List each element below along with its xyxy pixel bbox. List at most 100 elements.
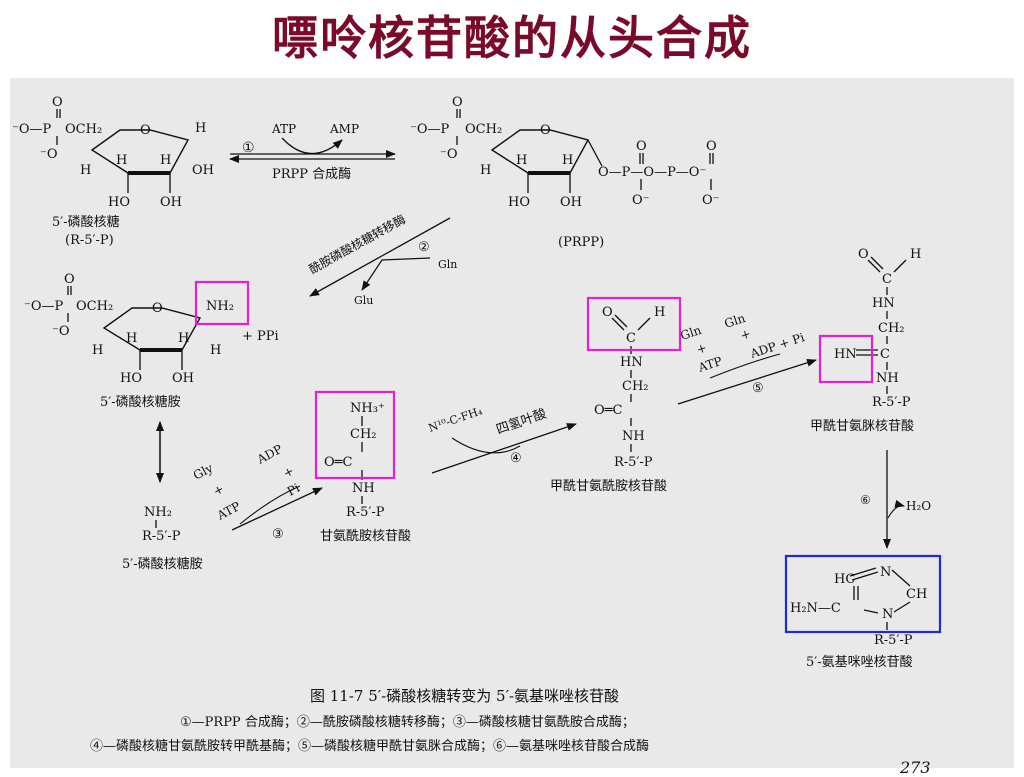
fgar-structure: O H C HN CH₂ O═C NH R-5′-P bbox=[594, 305, 665, 470]
reaction-1: ATP AMP ① PRPP 合成酶 bbox=[229, 122, 396, 182]
svg-text:H: H bbox=[654, 305, 665, 320]
r4-num: ④ bbox=[510, 451, 522, 466]
r1-atp: ATP bbox=[271, 122, 296, 136]
svg-text:H: H bbox=[195, 121, 206, 136]
svg-text:⁻O—P: ⁻O—P bbox=[410, 122, 450, 137]
r5-atp: ATP bbox=[696, 354, 724, 375]
svg-text:H: H bbox=[160, 153, 171, 168]
svg-text:H: H bbox=[126, 331, 137, 346]
svg-text:HO: HO bbox=[108, 195, 130, 210]
svg-text:NH₃⁺: NH₃⁺ bbox=[350, 401, 385, 416]
figure-caption-line-1: ①—PRPP 合成酶；②—酰胺磷酸核糖转移酶；③—磷酸核糖甘氨酰胺合成酶； bbox=[180, 715, 635, 730]
svg-text:O: O bbox=[64, 272, 75, 287]
r1-amp: AMP bbox=[329, 122, 359, 136]
svg-text:H: H bbox=[80, 163, 91, 178]
svg-text:O: O bbox=[140, 123, 151, 138]
svg-text:H: H bbox=[480, 163, 491, 178]
svg-text:OH: OH bbox=[172, 371, 194, 386]
r3-adp: ADP bbox=[254, 442, 285, 467]
svg-text:NH: NH bbox=[876, 371, 899, 386]
svg-text:O: O bbox=[52, 95, 63, 110]
r3-num: ③ bbox=[272, 527, 284, 542]
svg-text:R-5′-P: R-5′-P bbox=[142, 529, 181, 544]
svg-text:R-5′-P: R-5′-P bbox=[614, 455, 653, 470]
svg-text:NH: NH bbox=[622, 429, 645, 444]
svg-text:NH₂: NH₂ bbox=[144, 505, 172, 520]
r2-glu: Glu bbox=[354, 294, 373, 307]
svg-text:O═C: O═C bbox=[594, 403, 622, 418]
amine-highlight-box bbox=[194, 280, 250, 326]
r3-atp: ATP bbox=[214, 499, 243, 523]
fgam-structure: O H C HN CH₂ HN C NH R-5′-P bbox=[834, 247, 921, 410]
r1-num: ① bbox=[242, 140, 255, 156]
svg-text:O⁻: O⁻ bbox=[702, 193, 720, 208]
svg-text:OCH₂: OCH₂ bbox=[76, 299, 113, 314]
svg-text:CH₂: CH₂ bbox=[878, 321, 905, 336]
svg-text:HN: HN bbox=[620, 355, 643, 370]
svg-text:H: H bbox=[116, 153, 127, 168]
svg-text:⁻O: ⁻O bbox=[440, 147, 458, 162]
pathway-diagram: O ⁻O—P OCH₂ ⁻O O H H H H OH HO OH 5′-磷酸核… bbox=[12, 95, 942, 670]
r5p-name: 5′-磷酸核糖 bbox=[52, 214, 120, 230]
r2-ppi: + PPi bbox=[242, 329, 279, 344]
svg-text:O⁻: O⁻ bbox=[632, 193, 650, 208]
air-structure: HC N CH N H₂N—C R-5′-P bbox=[790, 565, 927, 648]
prpp-amine-name: 5′-磷酸核糖胺 bbox=[100, 394, 181, 410]
svg-text:H: H bbox=[516, 153, 527, 168]
ribose-5-phosphate-structure: O ⁻O—P OCH₂ ⁻O O H H H H OH HO OH bbox=[12, 95, 214, 210]
slide-title: 嘌呤核苷酸的从头合成 bbox=[272, 11, 752, 65]
prpp-name: (PRPP) bbox=[558, 235, 604, 250]
svg-text:R-5′-P: R-5′-P bbox=[874, 633, 913, 648]
reaction-2: 酰胺磷酸核糖转移酶 ② Gln Glu + PPi bbox=[242, 211, 457, 344]
r5-num: ⑤ bbox=[752, 381, 764, 396]
svg-text:⁻O: ⁻O bbox=[52, 324, 70, 339]
svg-text:N: N bbox=[880, 565, 891, 580]
svg-text:O: O bbox=[152, 301, 163, 316]
prpp-amine-name-2: 5′-磷酸核糖胺 bbox=[122, 556, 203, 572]
svg-text:OH: OH bbox=[560, 195, 582, 210]
r4-cofactor: N¹⁰-C-FH₄ bbox=[427, 404, 485, 435]
r6-num: ⑥ bbox=[860, 493, 871, 507]
svg-text:CH₂: CH₂ bbox=[622, 379, 649, 394]
svg-text:H₂N—C: H₂N—C bbox=[790, 601, 841, 616]
svg-text:O: O bbox=[452, 95, 463, 110]
air-name: 5′-氨基咪唑核苷酸 bbox=[806, 654, 913, 670]
svg-text:H: H bbox=[210, 343, 221, 358]
svg-text:CH₂: CH₂ bbox=[350, 427, 377, 442]
svg-text:⁻O—P: ⁻O—P bbox=[12, 122, 52, 137]
r2-enzyme: 酰胺磷酸核糖转移酶 bbox=[306, 211, 408, 276]
figure-caption-title: 图 11-7 5′-磷酸核糖转变为 5′-氨基咪唑核苷酸 bbox=[310, 687, 620, 705]
r5-plus2: + bbox=[739, 326, 753, 342]
svg-text:HO: HO bbox=[120, 371, 142, 386]
prpp-amine-structure: O ⁻O—P OCH₂ ⁻O O H H H H HO OH NH₂ bbox=[24, 272, 234, 386]
svg-text:C: C bbox=[880, 347, 890, 362]
svg-text:H: H bbox=[178, 331, 189, 346]
svg-text:OH: OH bbox=[192, 163, 214, 178]
svg-text:H: H bbox=[562, 153, 573, 168]
svg-text:H: H bbox=[910, 247, 921, 262]
svg-text:HN: HN bbox=[834, 347, 857, 362]
reaction-6: ⑥ H₂O bbox=[860, 450, 931, 549]
svg-text:C: C bbox=[626, 331, 636, 346]
svg-text:O: O bbox=[636, 139, 647, 154]
svg-text:⁻O: ⁻O bbox=[40, 147, 58, 162]
svg-text:OH: OH bbox=[160, 195, 182, 210]
svg-text:HO: HO bbox=[508, 195, 530, 210]
r5-gln2: Gln bbox=[723, 311, 748, 331]
r5p-abbr: (R-5′-P) bbox=[65, 233, 114, 248]
r5-plus1: + bbox=[695, 340, 709, 356]
r3-pi: Pi bbox=[285, 481, 302, 499]
svg-text:OCH₂: OCH₂ bbox=[65, 122, 102, 137]
gar-name: 甘氨酰胺核苷酸 bbox=[320, 529, 411, 544]
r2-num: ② bbox=[418, 240, 430, 255]
svg-text:O: O bbox=[858, 247, 869, 262]
svg-text:R-5′-P: R-5′-P bbox=[346, 505, 385, 520]
r5-gln: Gln bbox=[679, 323, 704, 343]
prpp-structure: O ⁻O—P OCH₂ ⁻O O H H H HO OH O—P—O—P—O⁻ … bbox=[410, 95, 720, 210]
svg-text:O═C: O═C bbox=[324, 455, 352, 470]
figure-caption-line-2: ④—磷酸核糖甘氨酰胺转甲酰基酶；⑤—磷酸核糖甲酰甘氨脒合成酶；⑥—氨基咪唑核苷酸… bbox=[90, 739, 650, 754]
gar-structure: NH₃⁺ CH₂ O═C NH R-5′-P bbox=[324, 401, 385, 520]
glycine-highlight-box bbox=[314, 390, 396, 480]
r3-plus1: + bbox=[211, 482, 226, 499]
svg-text:HN: HN bbox=[872, 296, 895, 311]
